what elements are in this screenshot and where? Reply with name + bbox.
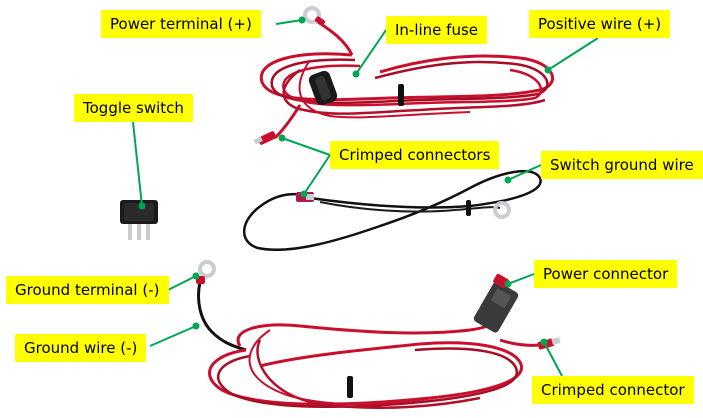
callout-positive-wire: Positive wire (+): [529, 10, 671, 38]
callout-crimped-connector: Crimped connector: [532, 376, 694, 404]
crimp-connector-icon: [537, 337, 561, 350]
callout-switch-ground-wire: Switch ground wire: [541, 151, 703, 179]
crimp-connector-icon: [253, 131, 277, 145]
switch-ground-wire-harness: [242, 170, 542, 252]
leader-ground-terminal: [167, 275, 197, 291]
leader-positive-wire: [547, 37, 599, 71]
leader-dot: [504, 176, 512, 184]
leader-dot: [298, 16, 306, 24]
leader-dot: [192, 272, 200, 280]
positive-wire-harness: [253, 6, 555, 145]
leader-switch-ground-wire: [507, 164, 542, 181]
fuse-holder-icon: [308, 70, 338, 106]
leader-crimped-connectors-top: [281, 137, 331, 156]
callout-power-terminal: Power terminal (+): [101, 10, 261, 38]
callout-inline-fuse: In-line fuse: [386, 16, 488, 44]
callout-ground-wire: Ground wire (-): [15, 334, 147, 362]
ring-terminal-icon: [303, 6, 326, 26]
ground-power-harness: [196, 260, 561, 410]
leader-power-connector: [507, 273, 535, 285]
leader-dot: [540, 338, 548, 346]
leader-dot: [352, 70, 360, 78]
ring-terminal-icon: [493, 201, 511, 219]
leader-lines: [132, 16, 599, 377]
leader-dot: [544, 66, 552, 74]
leader-dot: [278, 134, 286, 142]
callout-ground-terminal: Ground terminal (-): [6, 276, 169, 304]
leader-dot: [300, 190, 308, 198]
zip-tie: [398, 84, 404, 106]
callout-toggle-switch: Toggle switch: [74, 94, 193, 122]
leader-dot: [192, 322, 200, 330]
leader-inline-fuse: [355, 29, 387, 75]
leader-crimped-connectors-mid: [303, 154, 331, 195]
callout-crimped-connectors: Crimped connectors: [330, 141, 500, 169]
leader-ground-wire: [149, 325, 197, 347]
leader-power-terminal: [275, 19, 303, 25]
zip-tie: [347, 376, 353, 398]
zip-tie: [466, 200, 471, 216]
leader-dot: [138, 202, 146, 210]
callout-power-connector: Power connector: [534, 260, 678, 288]
toggle-switch-icon: [120, 200, 158, 240]
ring-terminal-icon: [196, 260, 216, 284]
leader-dot: [504, 280, 512, 288]
leader-toggle-switch: [132, 121, 143, 207]
leader-crimped-connector: [543, 341, 563, 377]
